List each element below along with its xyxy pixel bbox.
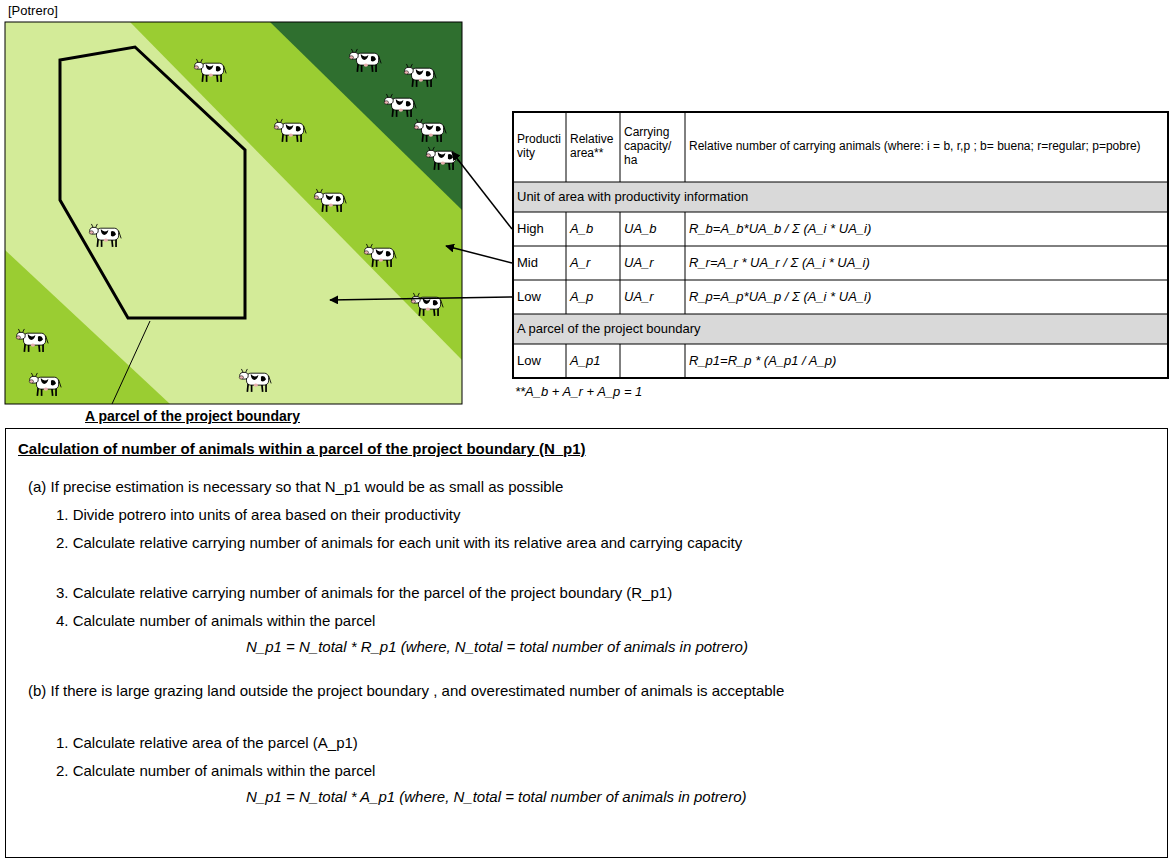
section-header: Unit of area with productivity informati…	[517, 182, 1164, 212]
table-cell: Mid	[517, 246, 562, 280]
high-productivity-area	[270, 22, 462, 210]
table-line	[566, 344, 567, 378]
table-cell: High	[517, 212, 562, 246]
table-cell: R_p1=R_p * (A_p1 / A_p)	[689, 344, 1164, 378]
cow	[414, 119, 446, 142]
table-line	[685, 344, 686, 378]
column-header: Productivity	[517, 112, 562, 182]
cow	[426, 147, 458, 170]
table-line	[513, 344, 1168, 345]
table-cell: A_p	[570, 280, 616, 314]
pointer-arrow	[330, 297, 512, 300]
table-line	[566, 212, 567, 314]
pointer-arrow	[446, 246, 512, 263]
row-arrows	[330, 152, 512, 300]
cow	[16, 329, 48, 352]
table-line	[685, 212, 686, 314]
cow	[29, 373, 61, 396]
step-text: 4. Calculate number of animals within th…	[56, 611, 1116, 631]
table-cell: UA_r	[624, 280, 681, 314]
table-line	[513, 314, 1168, 315]
low-productivity-area	[5, 22, 462, 404]
cow	[314, 189, 346, 212]
table-cell: UA_r	[624, 246, 681, 280]
table-line	[513, 182, 1168, 183]
cow	[411, 293, 443, 316]
step-text: 1. Calculate relative area of the parcel…	[56, 733, 1116, 753]
step-text: 2. Calculate relative carrying number of…	[56, 533, 796, 553]
column-header: Relative number of carrying animals (whe…	[689, 112, 1164, 182]
table-cell: Low	[517, 280, 562, 314]
cow	[349, 49, 381, 72]
cow	[274, 119, 306, 142]
table-line	[513, 212, 1168, 213]
productivity-table-grid	[513, 112, 1168, 378]
table-line	[513, 280, 1168, 281]
table-line	[620, 112, 621, 182]
cow	[239, 369, 271, 392]
figure-label: [Potrero]	[8, 3, 58, 18]
table-border	[513, 112, 1168, 378]
table-line	[620, 212, 621, 314]
table-line	[685, 112, 686, 182]
table-cell: A_b	[570, 212, 616, 246]
case-heading: (a) If precise estimation is necessary s…	[28, 477, 1128, 497]
table-line	[620, 344, 621, 378]
cow	[194, 59, 226, 82]
formula: N_p1 = N_total * R_p1 (where, N_total = …	[246, 637, 1146, 657]
footnote: **A_b + A_r + A_p = 1	[515, 384, 642, 399]
step-text: 1. Divide potrero into units of area bas…	[56, 505, 1116, 525]
table-cell: R_b=A_b*UA_b / Σ (A_i * UA_i)	[689, 212, 1164, 246]
cow	[404, 64, 436, 87]
parcel-boundary	[60, 47, 245, 318]
step-text: 3. Calculate relative carrying number of…	[56, 583, 1116, 603]
table-lines	[513, 112, 1168, 378]
pointer-arrow	[452, 152, 512, 229]
table-cell: A_r	[570, 246, 616, 280]
column-header: Relative area**	[570, 112, 616, 182]
table-cell: UA_b	[624, 212, 681, 246]
formula: N_p1 = N_total * A_p1 (where, N_total = …	[246, 787, 1146, 807]
mid-productivity-area	[5, 22, 462, 404]
table-cell: A_p1	[570, 344, 616, 378]
leader-line	[112, 321, 150, 404]
field-border	[5, 22, 462, 404]
table-cell: R_p=A_p*UA_p / Σ (A_i * UA_i)	[689, 280, 1164, 314]
table-cell: R_r=A_r * UA_r / Σ (A_i * UA_i)	[689, 246, 1164, 280]
box-heading: Calculation of number of animals within …	[18, 439, 1148, 459]
step-text: 2. Calculate number of animals within th…	[56, 761, 1116, 781]
cows	[16, 49, 458, 396]
table-cell: Low	[517, 344, 562, 378]
cow	[384, 94, 416, 117]
table-line	[566, 112, 567, 182]
cow	[364, 244, 396, 267]
table-section-row	[513, 314, 1168, 344]
table-section-row	[513, 182, 1168, 212]
potrero-field	[5, 22, 462, 404]
table-line	[513, 246, 1168, 247]
text-box: Calculation of number of animals within …	[5, 428, 1168, 858]
section-header: A parcel of the project boundary	[517, 314, 1164, 344]
column-header: Carrying capacity/ ha	[624, 112, 681, 182]
callout-label: A parcel of the project boundary	[85, 408, 300, 424]
cow	[89, 224, 121, 247]
case-heading: (b) If there is large grazing land outsi…	[28, 681, 848, 701]
